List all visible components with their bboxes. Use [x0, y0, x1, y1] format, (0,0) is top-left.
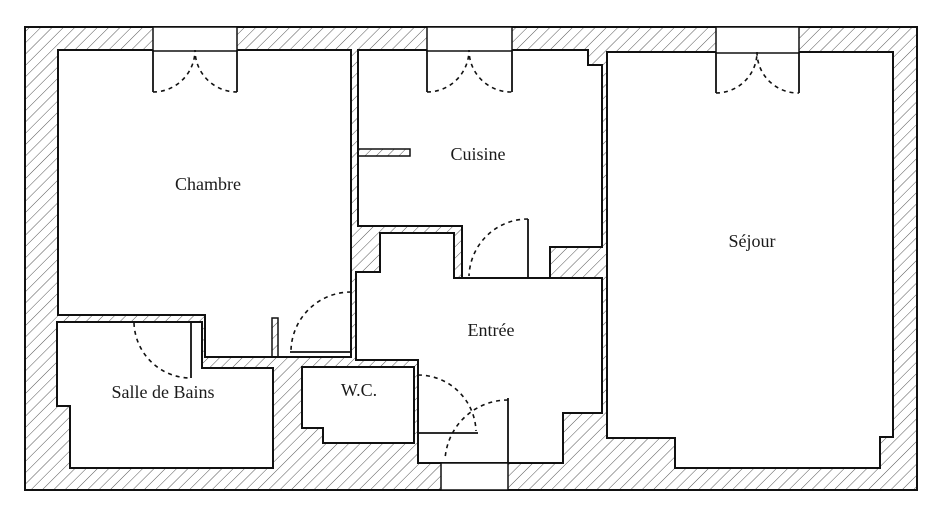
door-wc	[417, 374, 478, 434]
room-sejour	[606, 51, 894, 469]
door-salle-de-bains	[133, 322, 192, 379]
label-entree: Entrée	[468, 320, 515, 340]
window-cuisine	[426, 26, 513, 52]
door-swing-chambre-window	[152, 49, 238, 93]
label-salle-de-bains: Salle de Bains	[112, 382, 215, 402]
door-cuisine	[468, 218, 529, 278]
room-cuisine	[357, 49, 603, 279]
window-sejour	[715, 26, 800, 54]
room-salle-de-bains	[56, 321, 274, 469]
front-door-opening	[440, 462, 509, 491]
window-chambre	[152, 26, 238, 52]
door-chambre	[290, 291, 352, 353]
partition-chambre	[271, 317, 279, 358]
label-cuisine: Cuisine	[450, 144, 505, 164]
label-chambre: Chambre	[175, 174, 241, 194]
room-chambre	[57, 49, 352, 358]
label-wc: W.C.	[341, 380, 377, 400]
front-door	[444, 398, 509, 463]
door-swing-cuisine-window	[426, 49, 513, 93]
room-wc	[301, 366, 415, 444]
partition-cuisine	[357, 148, 411, 157]
label-sejour: Séjour	[729, 231, 776, 251]
room-entree	[355, 232, 603, 464]
door-swing-sejour-window	[715, 51, 800, 94]
